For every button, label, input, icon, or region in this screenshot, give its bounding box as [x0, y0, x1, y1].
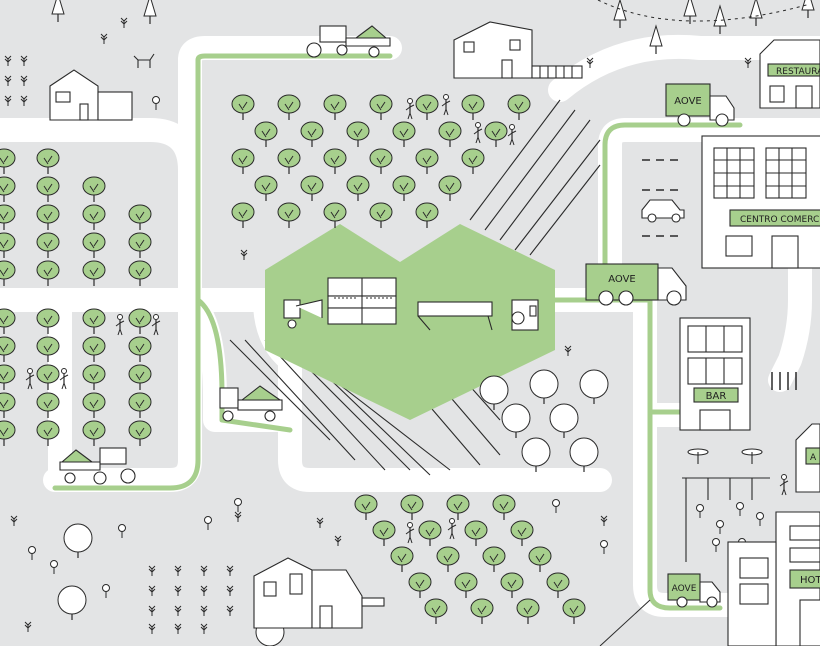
route-top-green	[195, 53, 393, 303]
plowed-field-top	[469, 99, 601, 256]
truck-label: AOVE	[674, 96, 702, 107]
building-sign: A	[810, 453, 817, 463]
restaurant-building[interactable]: RESTAURAN	[759, 39, 820, 109]
olive-orchard-bottom	[354, 494, 586, 625]
mall-sign: CENTRO COMERCIA	[740, 215, 820, 225]
path-dotted	[597, 0, 811, 22]
hotel-sign: HOT	[800, 575, 820, 586]
heart-shape	[265, 224, 555, 420]
route-hotel-green	[647, 297, 723, 611]
hotel-building[interactable]: HOT	[727, 511, 820, 646]
delivery-truck-center: AOVE	[585, 263, 687, 306]
truck-label: AOVE	[672, 584, 697, 594]
restaurant-sign: RESTAURAN	[776, 67, 820, 77]
route-restaurant-green	[602, 122, 743, 303]
tractor-icon	[59, 25, 391, 485]
bar-building[interactable]: BAR	[679, 317, 751, 431]
shopping-center-building[interactable]: CENTRO COMERCIA	[701, 135, 820, 269]
olive-oil-mill[interactable]	[265, 224, 555, 420]
delivery-truck-bottom: AOVE	[667, 573, 721, 608]
truck-label: AOVE	[608, 274, 636, 285]
olive-orchard-top	[231, 94, 531, 229]
parked-car	[641, 199, 685, 223]
route-left-green	[52, 297, 201, 491]
olive-oil-mill-icon	[283, 277, 539, 331]
farmhouse-bottom	[253, 557, 385, 629]
farmhouse-top-left	[49, 69, 133, 121]
terrace-tables	[682, 448, 770, 562]
dog	[133, 53, 155, 68]
farmhouse-top-center	[453, 21, 583, 79]
delivery-truck-top: AOVE	[665, 83, 735, 127]
building-right-partial: A	[795, 423, 820, 493]
edge-line	[599, 599, 651, 646]
bar-sign: BAR	[706, 391, 727, 402]
parking-lines	[642, 159, 797, 390]
